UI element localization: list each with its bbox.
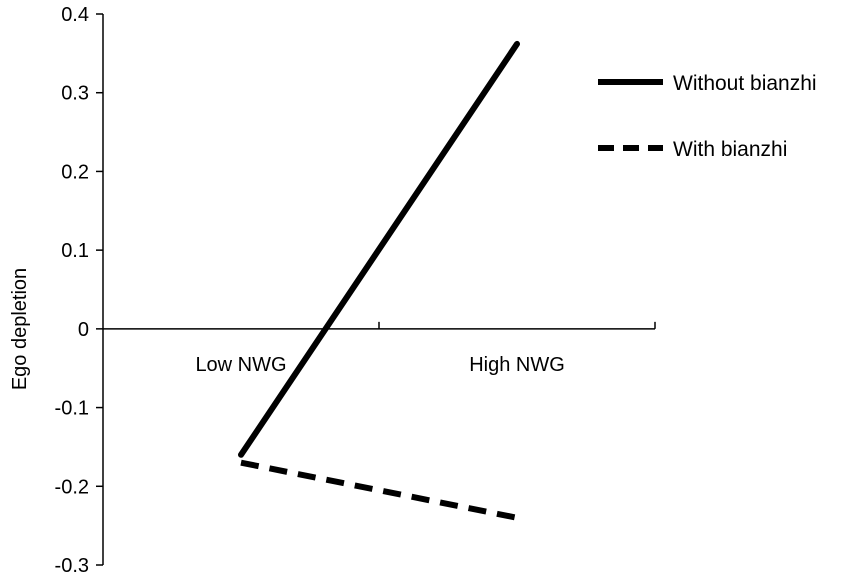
y-tick-label: 0 — [78, 319, 89, 341]
y-tick-label: 0.1 — [61, 240, 89, 262]
y-tick-label: 0.2 — [61, 161, 89, 183]
y-tick-label: 0.3 — [61, 83, 89, 105]
x-axis: Low NWG High NWG — [103, 321, 656, 376]
x-category-label: High NWG — [469, 354, 565, 376]
y-axis-title: Ego depletion — [9, 268, 31, 390]
y-tick-label: -0.3 — [55, 555, 89, 577]
series-line-with-bianzhi — [240, 459, 518, 521]
series-line-without-bianzhi — [238, 40, 520, 458]
y-tick-label: 0.4 — [61, 4, 89, 26]
legend-label: With bianzhi — [673, 138, 787, 161]
y-tick-label: -0.1 — [55, 398, 89, 420]
y-tick-label: -0.2 — [55, 476, 89, 498]
series-layer — [238, 40, 520, 521]
legend-label: Without bianzhi — [673, 72, 817, 95]
y-axis: 0.4 0.3 0.2 0.1 0 -0.1 -0.2 -0.3 — [55, 4, 104, 577]
x-category-label: Low NWG — [195, 354, 286, 376]
